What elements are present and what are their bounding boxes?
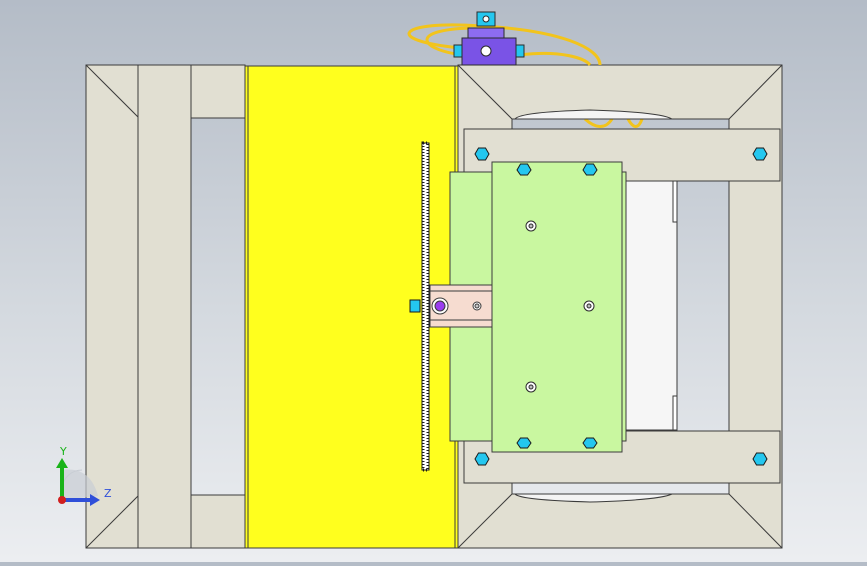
bolt-icon bbox=[516, 163, 532, 176]
bolt-icon bbox=[516, 437, 532, 449]
left-frame-outer-post bbox=[85, 64, 139, 549]
screw-hole-icon bbox=[583, 300, 595, 312]
valve-left-fitting bbox=[453, 44, 463, 58]
bracket bbox=[429, 284, 493, 328]
air-cylinder bbox=[513, 109, 678, 503]
screw-hole-icon bbox=[525, 220, 537, 232]
valve-right-fitting bbox=[515, 44, 525, 58]
toothed-rail bbox=[409, 141, 430, 472]
left-frame-inner-post bbox=[137, 64, 192, 549]
bolt-icon bbox=[752, 147, 768, 161]
rail-bolt-icon bbox=[409, 299, 421, 313]
z-axis-label: Z bbox=[104, 487, 112, 500]
x-axis-dot bbox=[58, 496, 66, 504]
green-plates bbox=[449, 161, 627, 453]
left-frame-bottom-rail bbox=[190, 494, 246, 549]
cylinder-body bbox=[621, 179, 678, 431]
bolt-icon bbox=[582, 163, 598, 176]
front-green-plate bbox=[491, 161, 623, 453]
left-frame bbox=[85, 64, 246, 549]
y-axis-label: Y bbox=[59, 445, 67, 458]
bolt-icon bbox=[582, 437, 598, 449]
screw-holes bbox=[525, 220, 595, 393]
axis-triad-icon[interactable]: Y Z bbox=[56, 445, 112, 506]
valve-assembly bbox=[453, 11, 525, 66]
screw-hole-icon bbox=[525, 381, 537, 393]
bolts bbox=[474, 147, 768, 466]
bolt-icon bbox=[752, 452, 768, 466]
bolt-icon bbox=[474, 147, 490, 161]
bolt-icon bbox=[474, 452, 490, 466]
left-frame-top-rail bbox=[190, 64, 246, 119]
